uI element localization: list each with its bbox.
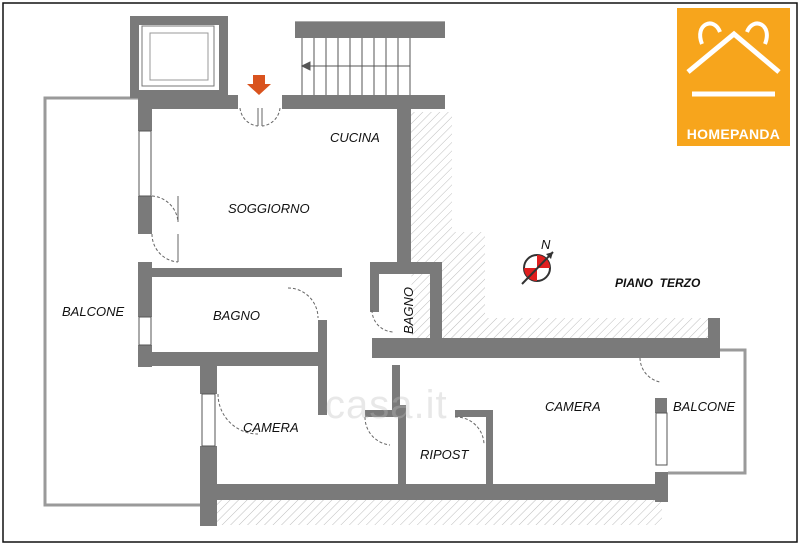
floor-label: PIANO TERZO (615, 276, 701, 290)
staircase (295, 21, 445, 95)
balcone-right-outline (668, 348, 747, 475)
room-label-balcone-left: BALCONE (62, 304, 124, 319)
balcone-left-outline (43, 96, 205, 507)
walls (130, 16, 720, 526)
room-label-soggiorno: SOGGIORNO (228, 201, 310, 216)
watermark: casa.it (325, 383, 448, 427)
windows (138, 25, 668, 466)
hatched-areas (217, 112, 715, 525)
room-label-camera-left: CAMERA (243, 420, 299, 435)
compass-icon (521, 251, 554, 285)
house-roof-icon (686, 21, 781, 97)
room-label-balcone-right: BALCONE (673, 399, 735, 414)
entrance-arrow-icon (247, 75, 271, 95)
room-label-camera-right: CAMERA (545, 399, 601, 414)
room-label-bagno-vertical: BAGNO (401, 287, 416, 334)
room-label-cucina: CUCINA (330, 130, 380, 145)
compass-letter: N (541, 237, 551, 252)
door-leaves (177, 108, 263, 262)
logo-text: HOMEPANDA (686, 126, 781, 142)
room-label-bagno: BAGNO (213, 308, 260, 323)
door-swings (151, 107, 661, 446)
room-label-ripost: RIPOST (420, 447, 469, 462)
homepanda-logo: HOMEPANDA (677, 8, 790, 146)
